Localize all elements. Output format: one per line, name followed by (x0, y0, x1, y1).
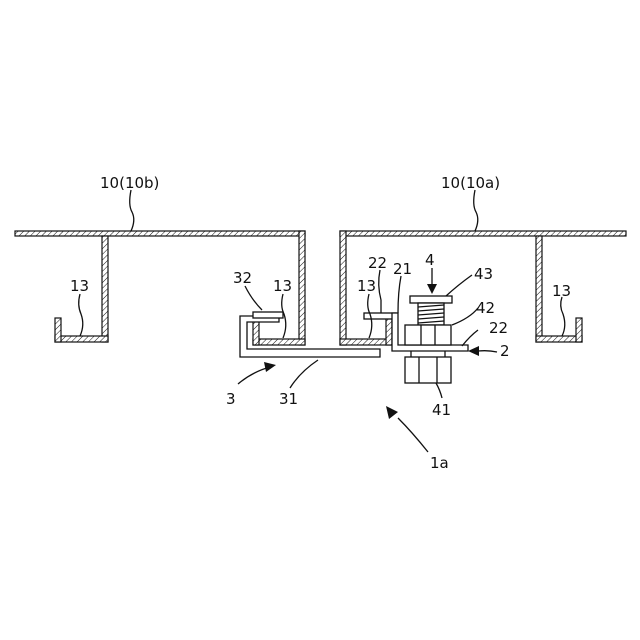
panel-10a-top-sheet (340, 231, 626, 236)
fastener-43-head (410, 296, 452, 303)
fastener-42-nut (405, 325, 451, 345)
label-4: 4 (425, 251, 435, 269)
arrow-4-head (427, 284, 437, 294)
arrow-2-head (468, 346, 479, 356)
panel-10a-rib-wall (536, 236, 542, 342)
label-13-right-rib: 13 (552, 282, 571, 300)
panel-10a-left-wall (340, 231, 346, 345)
member-31-bar (240, 316, 380, 357)
leader-lines (79, 190, 565, 398)
label-13-left-flange: 13 (273, 277, 292, 295)
fastener-4 (405, 296, 452, 383)
panel-10a (340, 231, 626, 345)
label-3: 3 (226, 390, 236, 408)
label-22-top: 22 (368, 254, 387, 272)
label-panel-10a: 10(10a) (441, 174, 500, 192)
arrows (238, 284, 497, 452)
panel-10a-rib-bottom (536, 336, 582, 342)
label-21: 21 (393, 260, 412, 278)
label-22-right: 22 (489, 319, 508, 337)
panel-10b-right-wall (299, 231, 305, 345)
panel-10b-flange-bottom (253, 339, 305, 345)
label-panel-10b: 10(10b) (100, 174, 159, 192)
label-13-left-rib: 13 (70, 277, 89, 295)
label-41: 41 (432, 401, 451, 419)
member-22-hook-top (364, 313, 396, 319)
panel-10b-rib-bottom (55, 336, 108, 342)
label-31: 31 (279, 390, 298, 408)
panel-10a-rib-lip (576, 318, 582, 342)
label-13-right-flange: 13 (357, 277, 376, 295)
panel-10a-flange-lip (386, 318, 392, 345)
label-1a: 1a (430, 454, 449, 472)
panel-10b-rib-lip (55, 318, 61, 342)
arrow-1a-head (386, 406, 398, 419)
label-32: 32 (233, 269, 252, 287)
arrow-3-head (264, 362, 276, 372)
panel-10b-rib-wall (102, 236, 108, 342)
member-32-hook (253, 312, 283, 318)
label-2: 2 (500, 342, 510, 360)
panel-10a-flange-bottom (340, 339, 392, 345)
label-42: 42 (476, 299, 495, 317)
panel-10b (15, 231, 305, 345)
reference-labels: 10(10b) 10(10a) 13 13 13 13 32 22 21 4 4… (70, 174, 571, 472)
label-43: 43 (474, 265, 493, 283)
member-3 (240, 312, 380, 357)
fastener-41-bolt-base (405, 357, 451, 383)
panel-10b-top-sheet (15, 231, 305, 236)
